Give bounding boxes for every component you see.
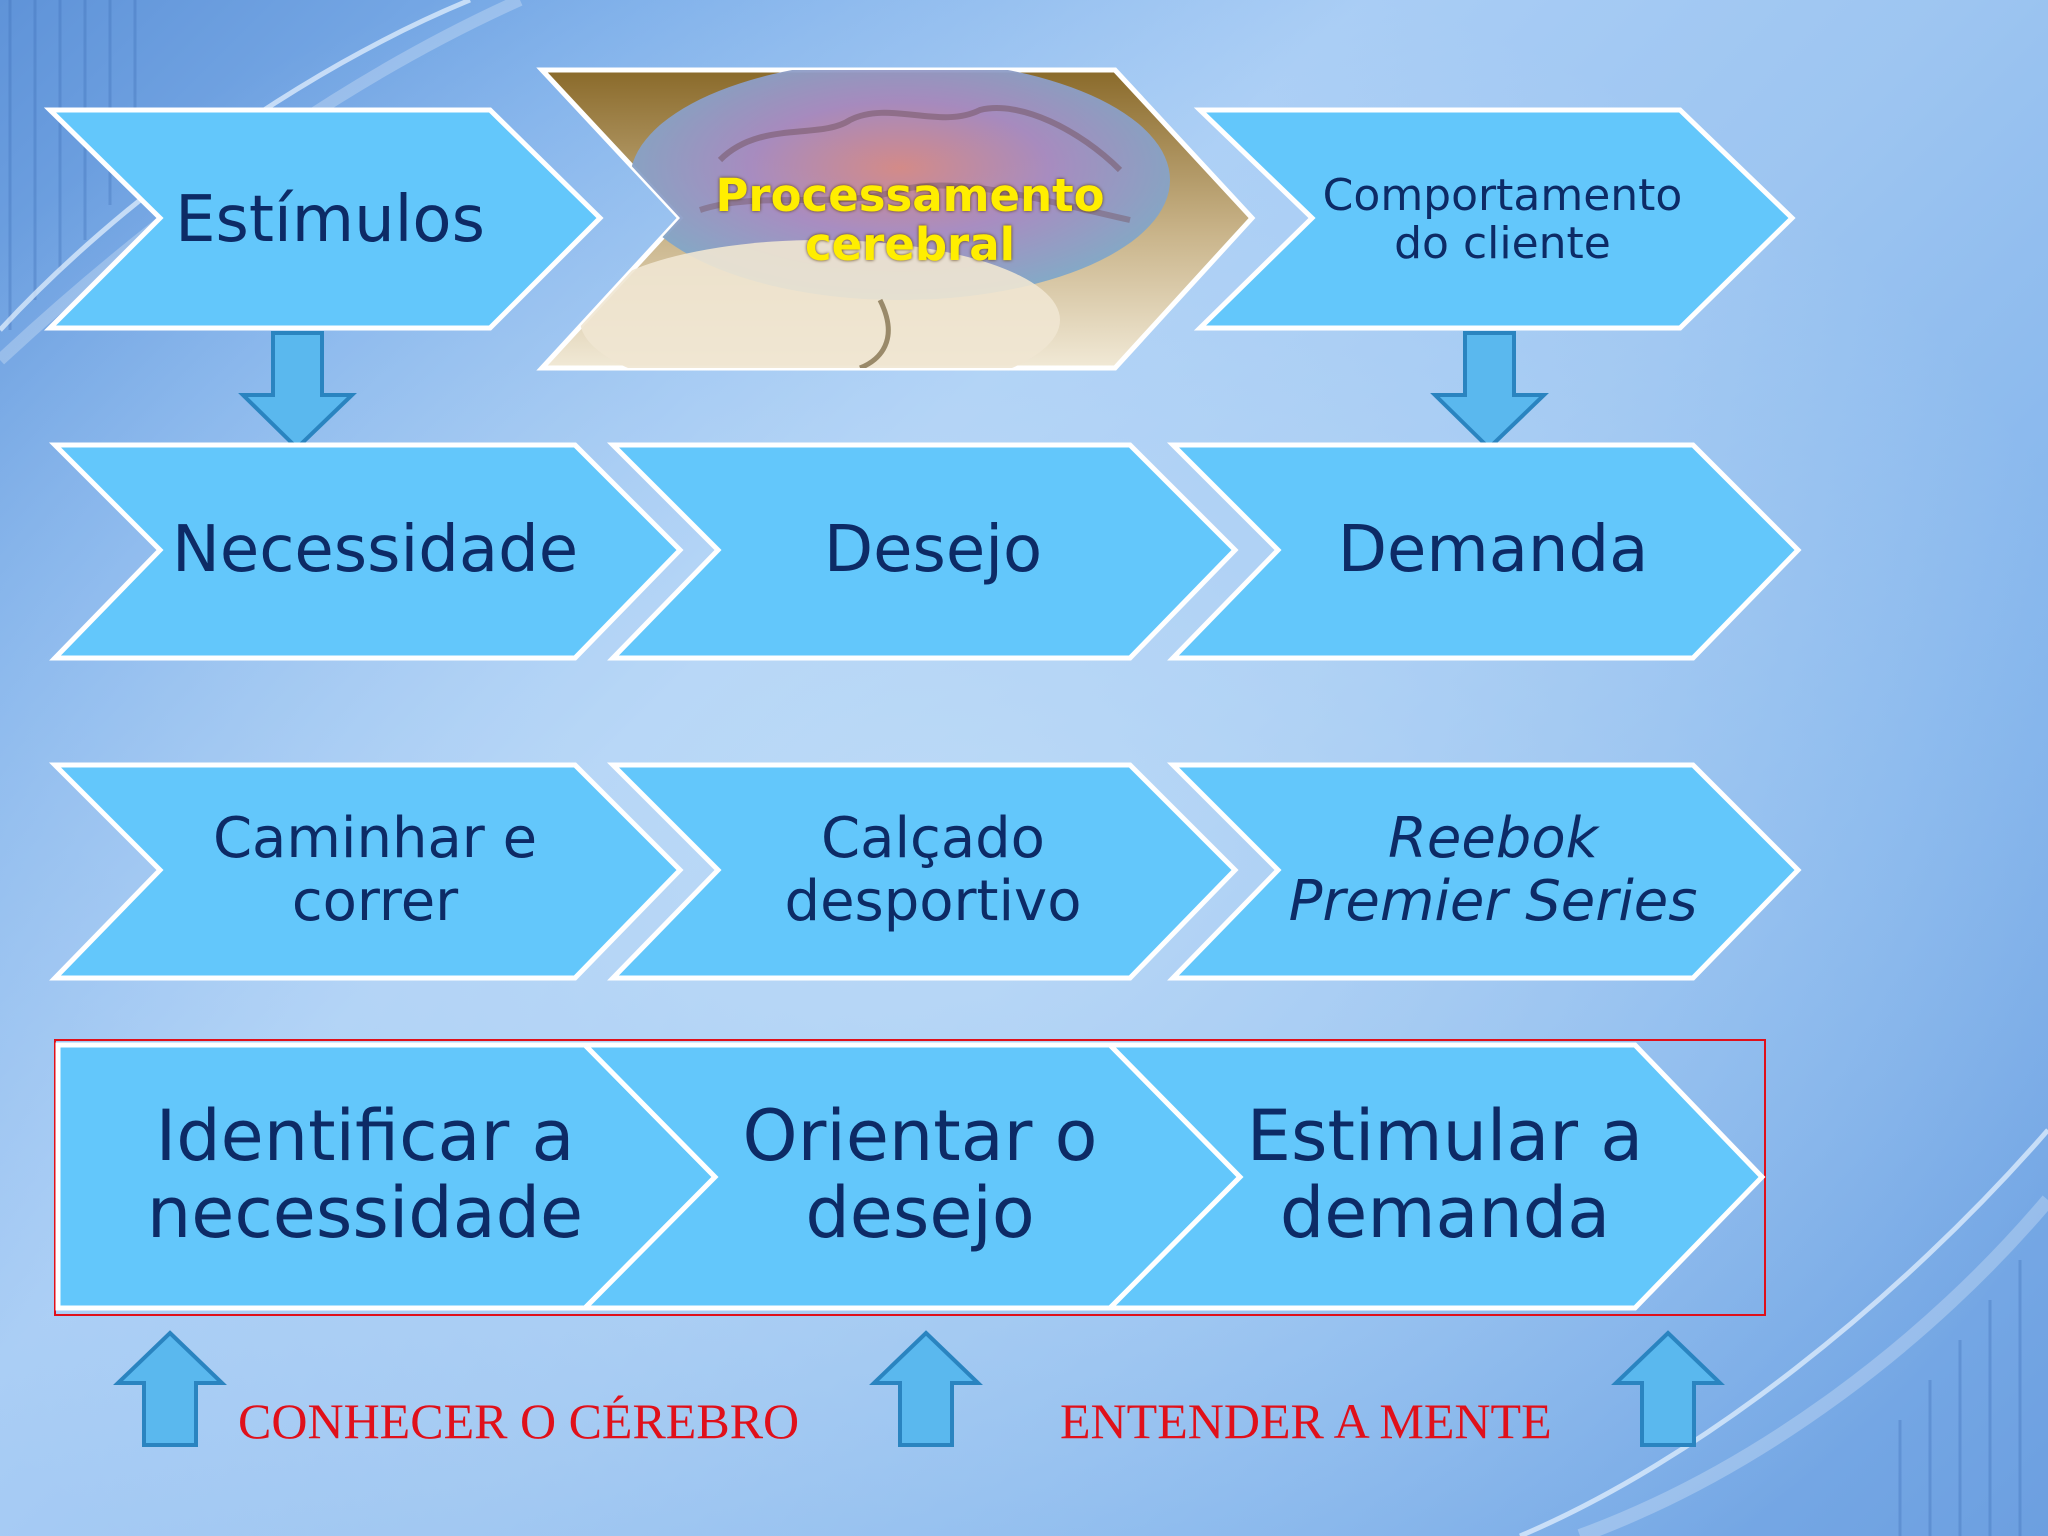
down-arrow-left (238, 331, 357, 451)
chevron-sport-shoe (606, 762, 1239, 981)
label-reebok: Reebok Premier Series (1288, 805, 1698, 934)
label-identify-need: Identificar a necessidade (146, 1095, 584, 1254)
label-need: Necessidade (171, 512, 579, 587)
label-walk-run: Caminhar e correr (212, 805, 538, 934)
label-stimuli: Estímulos (175, 182, 485, 257)
chevron-brain-processing (536, 67, 1256, 371)
chevron-need (48, 442, 684, 661)
brain-image (580, 70, 1170, 368)
chevron-walk-run (48, 762, 684, 981)
up-arrow-middle (869, 1330, 983, 1447)
chevron-desire (606, 442, 1239, 661)
chevron-reebok (1166, 762, 1802, 981)
chevron-stimulate-demand (1103, 1042, 1766, 1311)
label-demand: Demanda (1337, 512, 1649, 587)
label-customer-behavior: Comportamento do cliente (1322, 169, 1683, 269)
label-brain-processing: Processamento cerebral (715, 168, 1105, 271)
caption-know-brain: CONHECER O CÉREBRO (238, 1393, 800, 1449)
up-arrow-left (113, 1330, 227, 1447)
label-stimulate-demand: Estimular a demanda (1246, 1095, 1644, 1254)
corner-grid-bottom-right (1898, 1260, 2022, 1536)
label-guide-desire: Orientar o desejo (742, 1095, 1098, 1254)
down-arrow-right (1430, 331, 1549, 451)
chevron-customer-behavior (1193, 107, 1796, 331)
swoosh-bottom-right (1519, 1128, 2048, 1536)
label-sport-shoe: Calçado desportivo (784, 805, 1082, 934)
label-desire: Desejo (823, 512, 1043, 587)
caption-understand-mind: ENTENDER A MENTE (1060, 1393, 1552, 1449)
chevron-stimuli (43, 107, 604, 331)
up-arrow-right (1611, 1330, 1725, 1447)
red-highlight-frame (54, 1039, 1766, 1316)
chevron-demand (1166, 442, 1802, 661)
